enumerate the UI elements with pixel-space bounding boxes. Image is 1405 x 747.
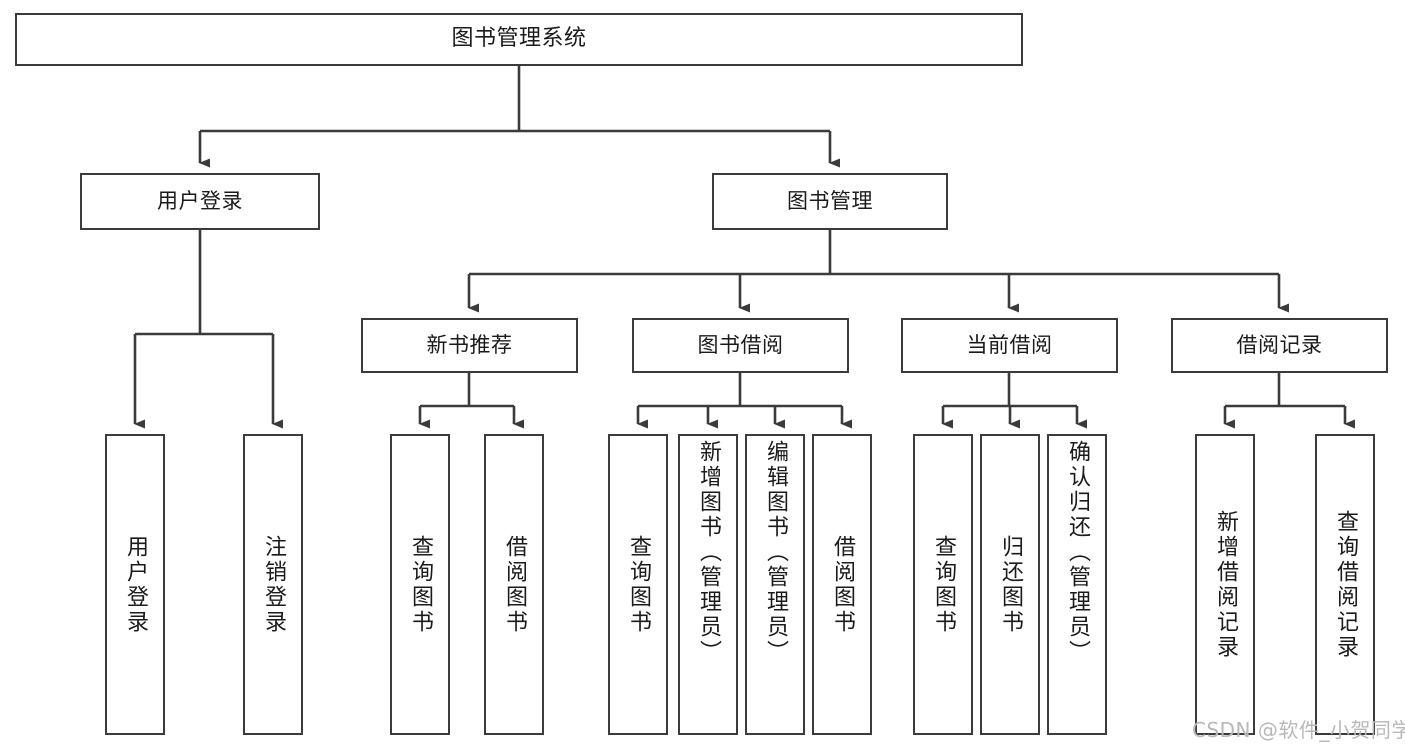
node-current-borrow[interactable]: 当前借阅: [901, 318, 1118, 373]
node-leaf-borrow-book-1-label: 借阅图书: [501, 534, 527, 635]
node-leaf-logout[interactable]: 注销登录: [243, 434, 303, 735]
node-borrow-record-label: 借阅记录: [1236, 332, 1323, 357]
node-leaf-query-record[interactable]: 查询借阅记录: [1315, 434, 1375, 735]
node-current-borrow-label: 当前借阅: [966, 332, 1053, 357]
node-leaf-edit-book[interactable]: 编辑图书（管理员）: [745, 434, 805, 735]
node-leaf-user-login[interactable]: 用户登录: [105, 434, 165, 735]
node-leaf-logout-label: 注销登录: [260, 534, 286, 635]
node-new-book-recommend-label: 新书推荐: [426, 332, 513, 357]
node-leaf-query-book-1-label: 查询图书: [407, 534, 433, 635]
node-leaf-query-book-1[interactable]: 查询图书: [390, 434, 450, 735]
node-leaf-add-record-label: 新增借阅记录: [1212, 509, 1238, 660]
node-user-login[interactable]: 用户登录: [80, 173, 320, 230]
node-leaf-query-book-3[interactable]: 查询图书: [913, 434, 973, 735]
node-leaf-add-book-label: 新增图书（管理员）: [695, 440, 721, 665]
node-leaf-query-record-label: 查询借阅记录: [1332, 509, 1358, 660]
node-leaf-return-book[interactable]: 归还图书: [980, 434, 1040, 735]
node-leaf-edit-book-label: 编辑图书（管理员）: [762, 440, 788, 665]
node-leaf-confirm-return-label: 确认归还（管理员）: [1064, 440, 1090, 665]
node-leaf-user-login-label: 用户登录: [122, 534, 148, 635]
node-new-book-recommend[interactable]: 新书推荐: [361, 318, 578, 373]
node-leaf-borrow-book-2-label: 借阅图书: [829, 534, 855, 635]
node-leaf-add-book[interactable]: 新增图书（管理员）: [678, 434, 738, 735]
node-leaf-confirm-return[interactable]: 确认归还（管理员）: [1047, 434, 1107, 735]
csdn-watermark: CSDN @软件_小贺同学: [1192, 718, 1405, 742]
node-leaf-query-book-2-label: 查询图书: [625, 534, 651, 635]
node-user-login-label: 用户登录: [157, 188, 243, 213]
node-leaf-borrow-book-1[interactable]: 借阅图书: [484, 434, 544, 735]
node-leaf-add-record[interactable]: 新增借阅记录: [1195, 434, 1255, 735]
node-borrow-record[interactable]: 借阅记录: [1171, 318, 1388, 373]
node-leaf-return-book-label: 归还图书: [997, 534, 1023, 635]
node-root-label: 图书管理系统: [451, 26, 587, 52]
node-book-borrow-label: 图书借阅: [697, 332, 784, 357]
node-book-management[interactable]: 图书管理: [712, 173, 948, 230]
node-leaf-query-book-2[interactable]: 查询图书: [608, 434, 668, 735]
node-leaf-query-book-3-label: 查询图书: [930, 534, 956, 635]
node-book-borrow[interactable]: 图书借阅: [632, 318, 849, 373]
node-root[interactable]: 图书管理系统: [15, 13, 1023, 66]
node-leaf-borrow-book-2[interactable]: 借阅图书: [812, 434, 872, 735]
node-book-management-label: 图书管理: [787, 188, 873, 213]
